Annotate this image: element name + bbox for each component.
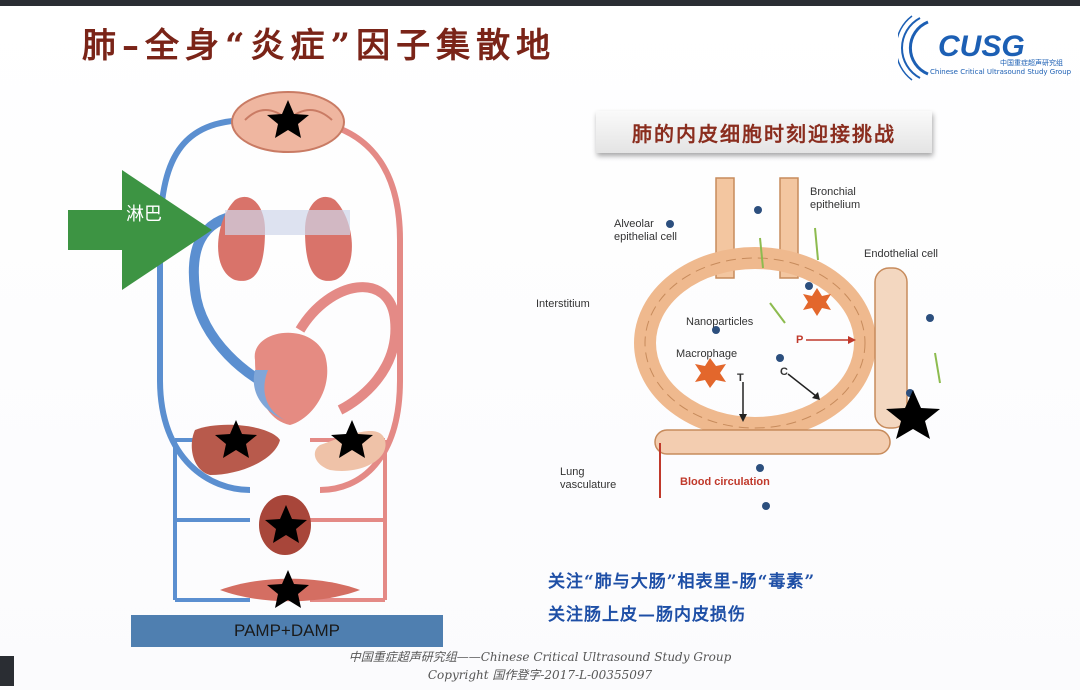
label-bronchial: Bronchial epithelium: [810, 186, 860, 212]
label-interstitium: Interstitium: [536, 298, 590, 310]
label-blood-circ: Blood circulation: [680, 476, 770, 488]
alveolus-diagram: [634, 177, 941, 510]
particle-burst: [803, 288, 831, 316]
label-lung-vasc-text: Lung vasculature: [560, 466, 617, 491]
label-lung-vasc: Lung vasculature: [560, 466, 616, 492]
star-kidney: [265, 505, 307, 543]
label-t: T: [737, 372, 744, 384]
circulation-diagram: [68, 91, 403, 608]
cusg-logo: CUSG: [898, 15, 1025, 81]
right-lung-shape: [305, 196, 352, 281]
slide-title: 肺–全身“炎症”因子集散地: [82, 26, 557, 66]
label-p: P: [796, 334, 804, 346]
note-2: 关注肠上皮—肠内皮损伤: [548, 605, 746, 625]
logo-cn-text: 中国重症超声研究组: [1000, 59, 1063, 67]
label-c: C: [780, 366, 788, 378]
footer-line2: Copyright 国作登字-2017-L-00355097: [427, 668, 653, 682]
pamp-damp-bar: PAMP+DAMP: [131, 615, 443, 647]
heart-shape: [254, 332, 328, 425]
logo-en-text: Chinese Critical Ultrasound Study Group: [930, 68, 1072, 76]
subtitle-box: 肺的内皮细胞时刻迎接挑战: [596, 111, 932, 153]
star-muscle: [267, 570, 309, 608]
macrophage-burst: [695, 358, 726, 388]
label-alveolar-text: Alveolar epithelial cell: [614, 218, 677, 243]
label-bronchial-text: Bronchial epithelium: [810, 186, 861, 211]
left-lung-shape: [218, 196, 265, 281]
lymph-label: 淋巴: [126, 204, 162, 225]
lymph-arrow: [68, 170, 212, 290]
footer-line1: 中国重症超声研究组——Chinese Critical Ultrasound S…: [348, 650, 732, 664]
logo-text: CUSG: [938, 30, 1025, 63]
label-endothelial: Endothelial cell: [864, 248, 938, 260]
star-intestine: [331, 420, 373, 458]
label-nanoparticles: Nanoparticles: [686, 316, 754, 328]
top-bar: [0, 0, 1080, 6]
label-alveolar: Alveolar epithelial cell: [614, 218, 677, 244]
label-macrophage: Macrophage: [676, 348, 738, 360]
star-liver: [215, 420, 257, 458]
corner-mark: [0, 656, 14, 686]
note-1: 关注“肺与大肠”相表里-肠“毒素”: [548, 572, 816, 592]
star-endothelial: [886, 390, 940, 439]
star-brain: [267, 100, 309, 138]
